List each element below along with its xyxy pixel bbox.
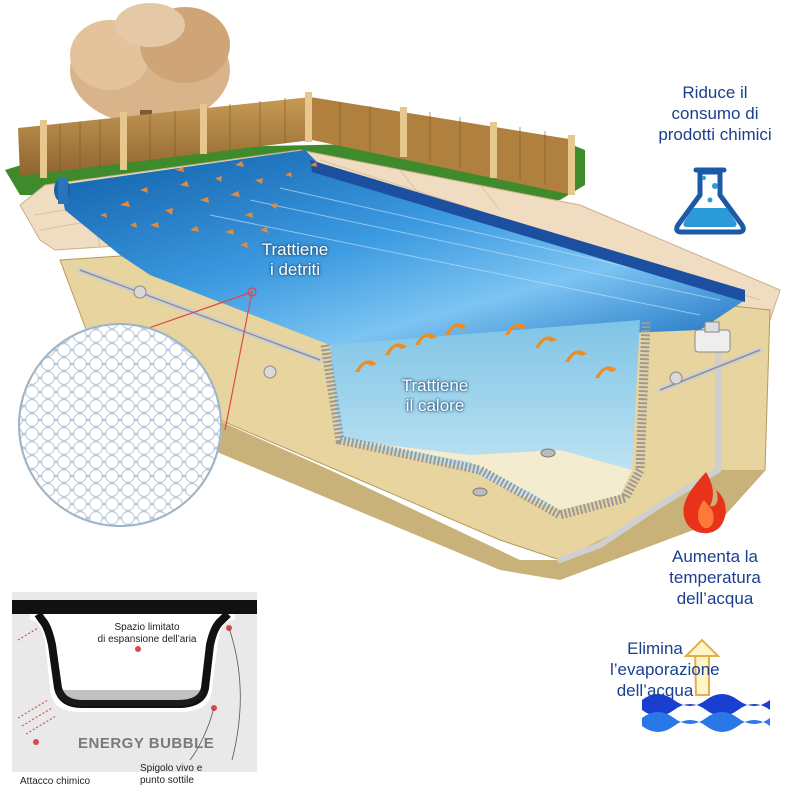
heat-arrows xyxy=(355,323,617,378)
pool-cover-surface xyxy=(60,150,745,345)
pool-bottom-shadow xyxy=(140,390,765,580)
energy-bubble-title: ENERGY BUBBLE xyxy=(78,735,215,752)
heater-unit xyxy=(694,321,731,353)
flask-icon xyxy=(674,167,746,235)
tree xyxy=(70,3,230,140)
pool-floor xyxy=(345,440,632,510)
wall-gravel-edge xyxy=(320,321,651,520)
label-heat: Trattiene il calore xyxy=(401,376,469,415)
evaporation-icon xyxy=(642,638,770,732)
bubble-texture-zoom xyxy=(18,323,222,527)
blue-tile-band xyxy=(310,160,745,302)
label-debris: Trattiene i detriti xyxy=(261,240,329,279)
label-chemical-attack: Attacco chimico xyxy=(20,776,91,787)
debris-leaves xyxy=(100,161,317,248)
energy-bubble-diagram xyxy=(12,592,257,772)
wall-jets xyxy=(133,285,683,385)
label-evaporation: Elimina l’evaporazione dell’acqua xyxy=(610,639,720,700)
label-air-space: Spazio limitato di espansione dell’aria xyxy=(97,622,197,645)
wooden-fence xyxy=(18,92,575,195)
label-sharp-edge: Spigolo vivo e punto sottile xyxy=(140,763,203,786)
cover-roller xyxy=(54,178,70,204)
label-temperature: Aumenta la temperatura dell’acqua xyxy=(669,547,761,608)
label-chemicals: Riduce il consumo di prodotti chimici xyxy=(658,83,772,144)
